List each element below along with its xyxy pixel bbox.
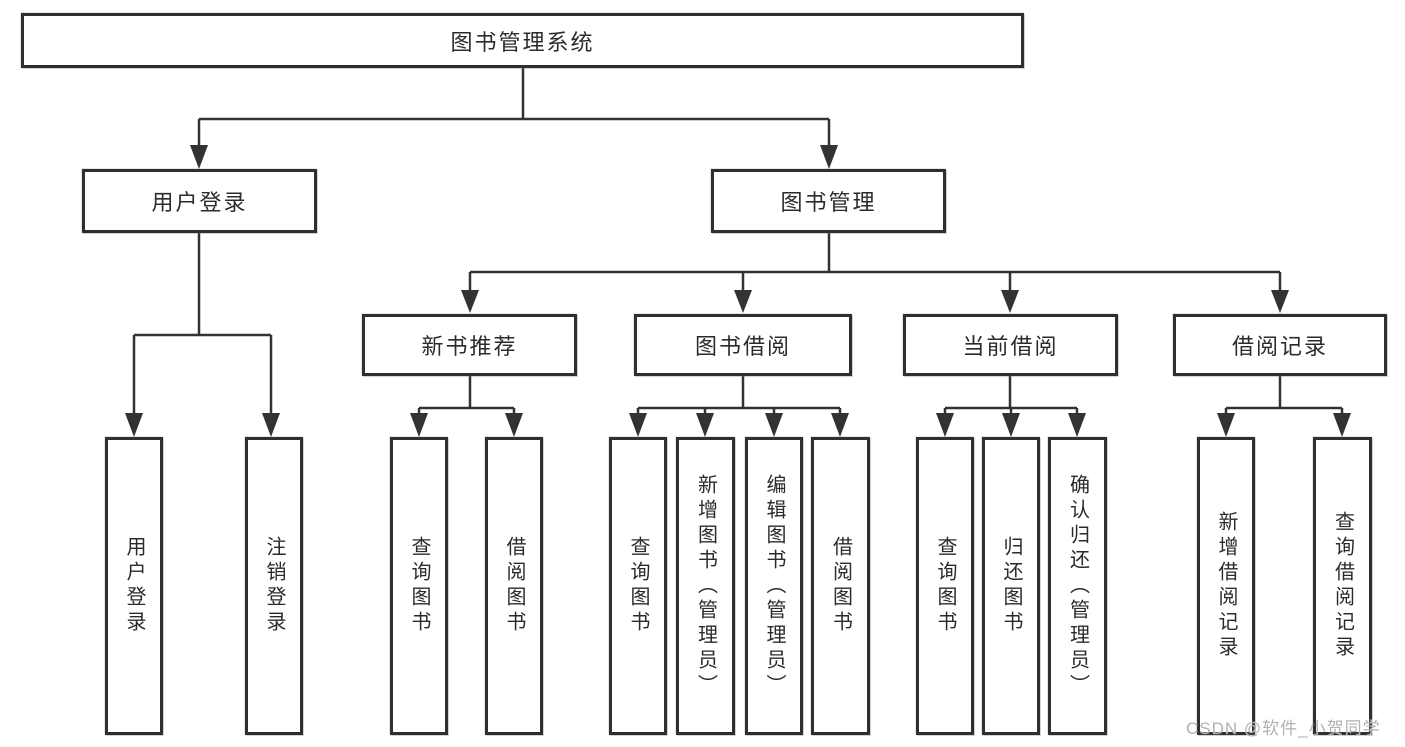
leaf-query-books-1-label: 查询图书	[408, 536, 430, 636]
node-new-book-recommend: 新书推荐	[362, 314, 577, 376]
leaf-borrow-books-1: 借阅图书	[485, 437, 543, 735]
node-book-management-label: 图书管理	[780, 190, 877, 215]
node-borrow-records: 借阅记录	[1173, 314, 1387, 376]
leaf-edit-book-admin-label: 编辑图书（管理员）	[763, 473, 785, 699]
node-book-management: 图书管理	[711, 169, 946, 233]
leaf-borrow-books-2: 借阅图书	[811, 437, 870, 735]
leaf-return-book: 归还图书	[982, 437, 1040, 735]
leaf-add-book-admin-label: 新增图书（管理员）	[694, 473, 717, 699]
leaf-query-books-3-label: 查询图书	[934, 536, 956, 636]
node-book-borrow-label: 图书借阅	[694, 334, 791, 359]
node-current-borrow: 当前借阅	[903, 314, 1118, 376]
leaf-query-books-2: 查询图书	[609, 437, 667, 735]
node-user-login: 用户登录	[82, 169, 317, 233]
leaf-borrow-books-1-label: 借阅图书	[503, 536, 525, 636]
leaf-query-borrow-record-label: 查询借阅记录	[1331, 511, 1354, 661]
node-root-system-label: 图书管理系统	[450, 29, 595, 55]
leaf-user-login: 用户登录	[105, 437, 163, 735]
leaf-query-borrow-record: 查询借阅记录	[1313, 437, 1372, 735]
node-current-borrow-label: 当前借阅	[962, 334, 1059, 359]
leaf-return-book-label: 归还图书	[1000, 536, 1022, 636]
leaf-add-borrow-record: 新增借阅记录	[1197, 437, 1255, 735]
node-user-login-label: 用户登录	[151, 190, 248, 215]
node-new-book-recommend-label: 新书推荐	[421, 334, 518, 359]
leaf-edit-book-admin: 编辑图书（管理员）	[745, 437, 803, 735]
leaf-query-books-1: 查询图书	[390, 437, 448, 735]
csdn-watermark: CSDN @软件_小贺同学	[1186, 719, 1381, 738]
leaf-borrow-books-2-label: 借阅图书	[829, 536, 852, 636]
leaf-add-borrow-record-label: 新增借阅记录	[1215, 511, 1237, 661]
leaf-logout: 注销登录	[245, 437, 303, 735]
leaf-confirm-return-admin: 确认归还（管理员）	[1048, 437, 1107, 735]
node-book-borrow: 图书借阅	[634, 314, 852, 376]
leaf-query-books-2-label: 查询图书	[627, 536, 649, 636]
leaf-query-books-3: 查询图书	[916, 437, 974, 735]
leaf-user-login-label: 用户登录	[123, 536, 145, 636]
node-root-system: 图书管理系统	[21, 13, 1024, 68]
node-borrow-records-label: 借阅记录	[1231, 334, 1328, 359]
leaf-logout-label: 注销登录	[263, 536, 285, 636]
leaf-add-book-admin: 新增图书（管理员）	[676, 437, 735, 735]
leaf-confirm-return-admin-label: 确认归还（管理员）	[1066, 473, 1089, 699]
